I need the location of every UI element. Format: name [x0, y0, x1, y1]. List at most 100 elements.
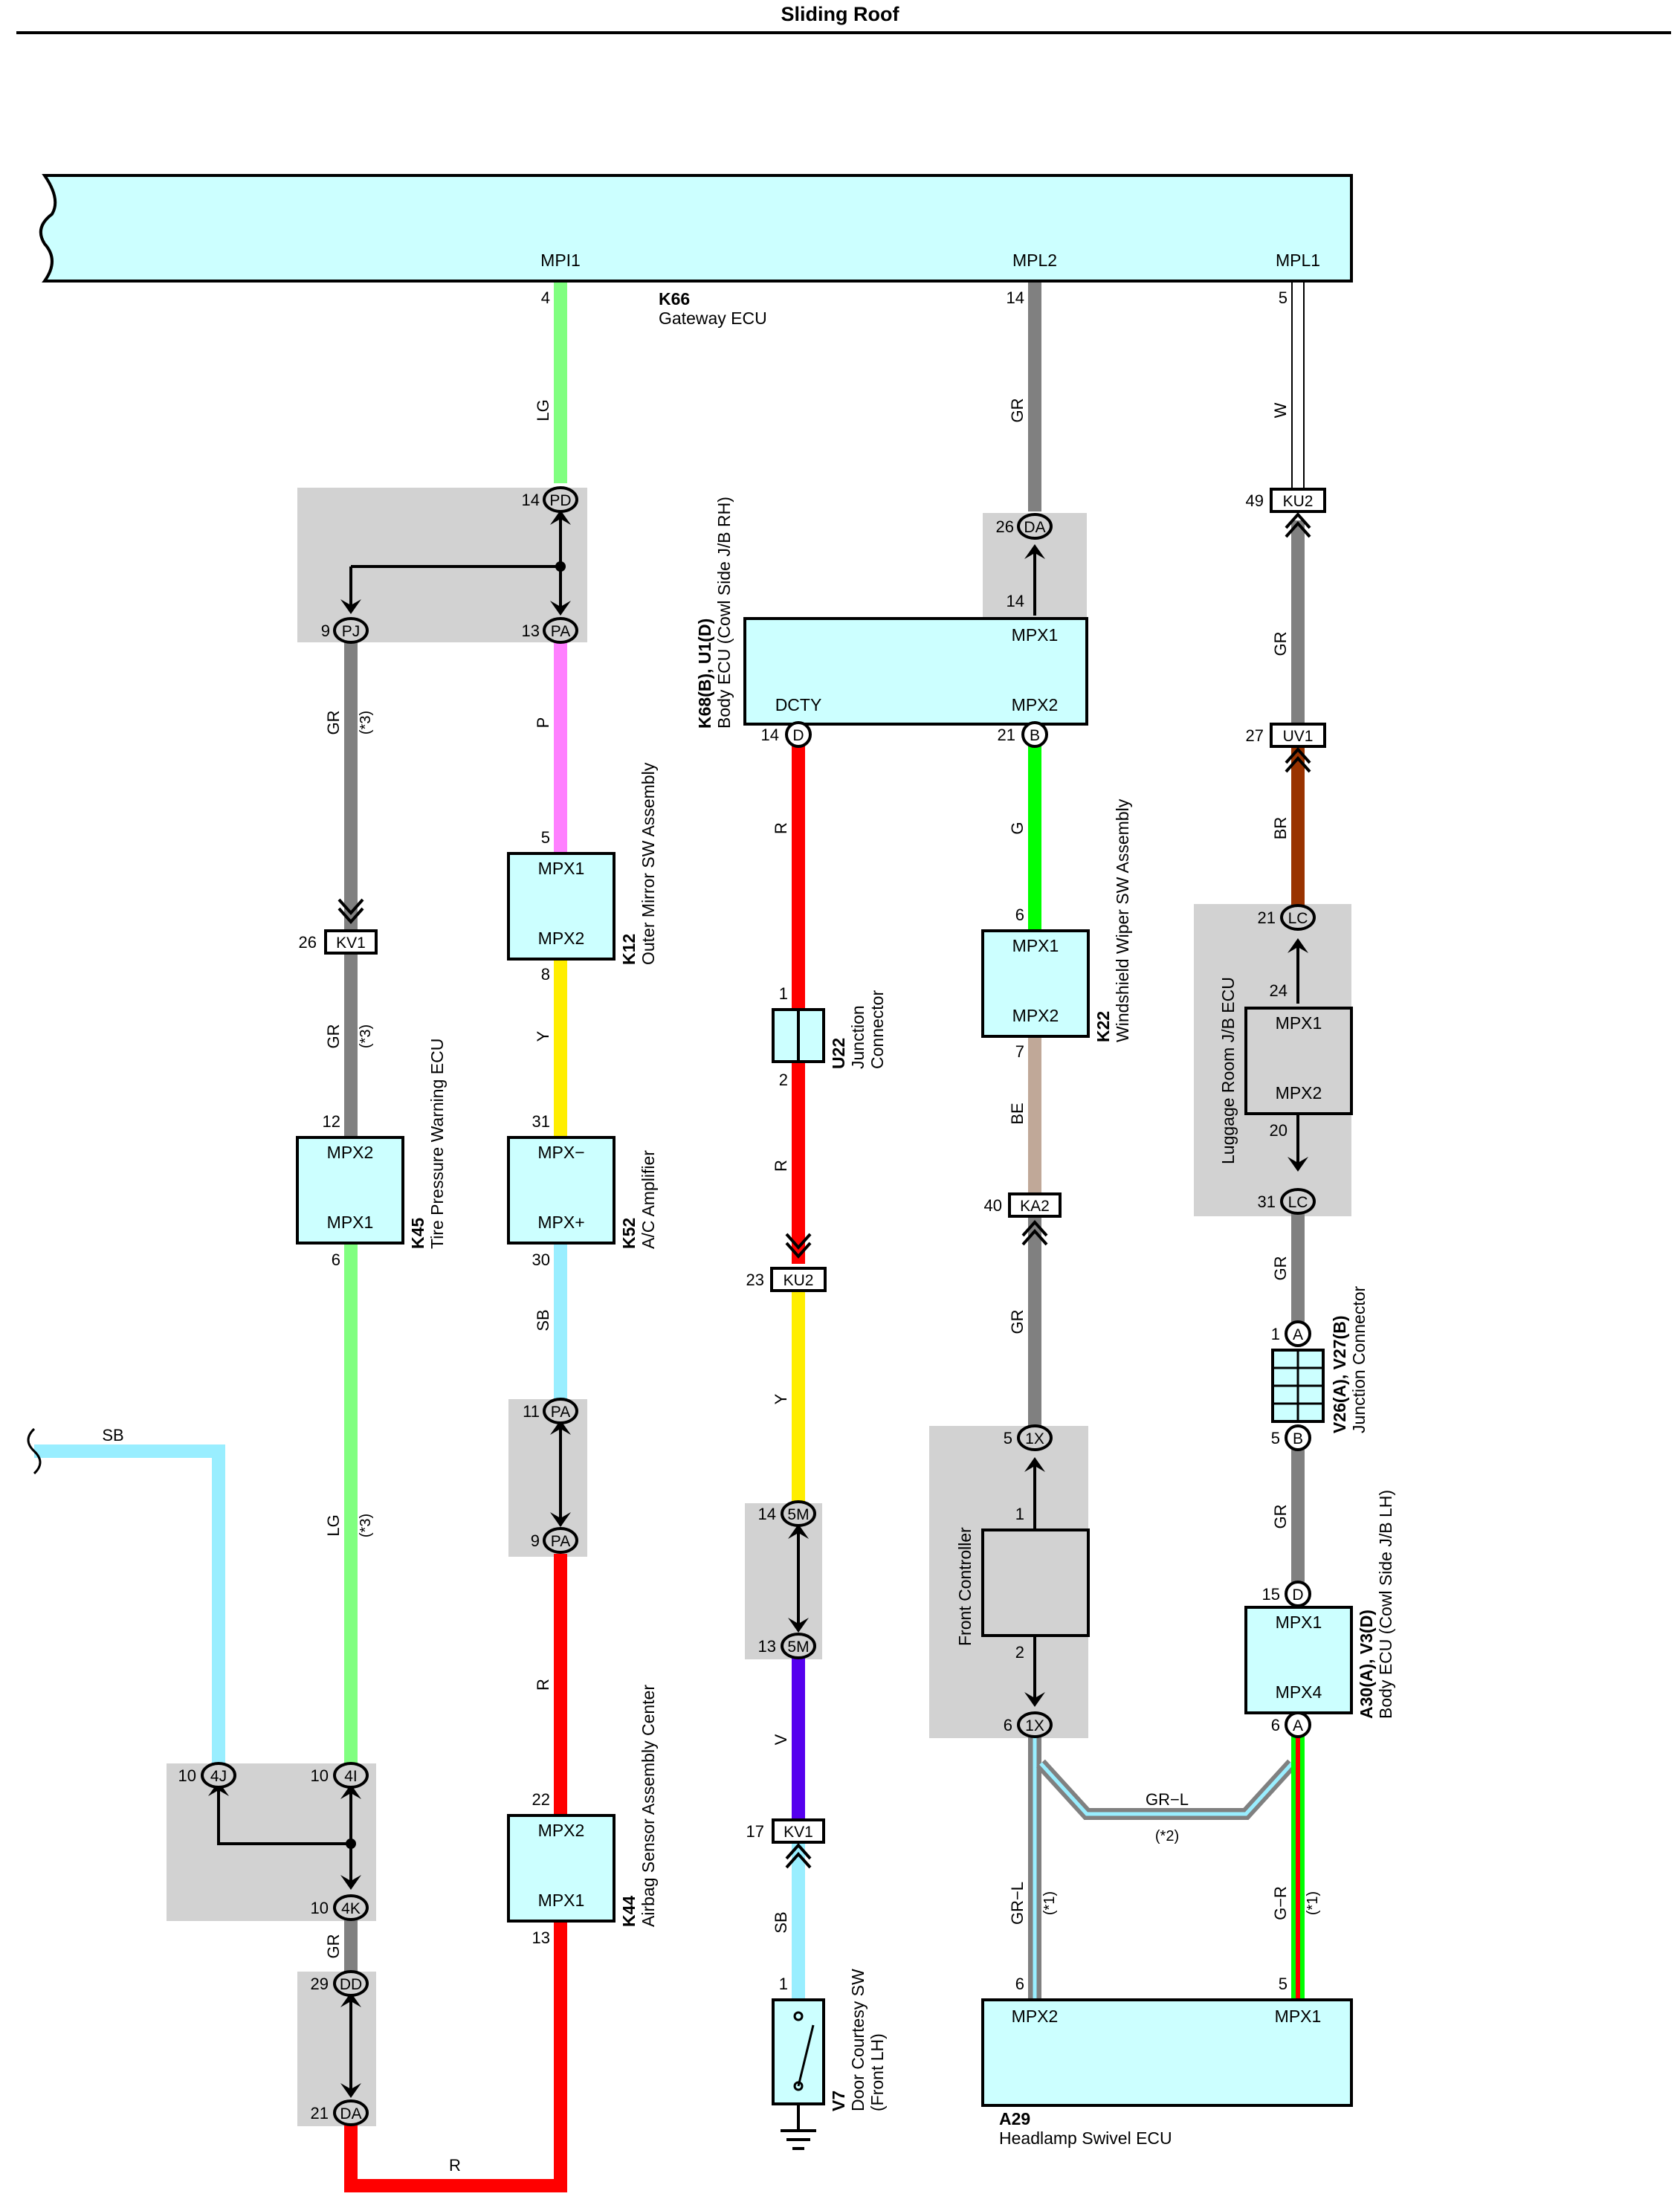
k66-code: K66	[659, 289, 690, 309]
svg-text:DD: DD	[340, 1976, 362, 1993]
k22-pin-bottom: MPX2	[1012, 1006, 1059, 1025]
chevrons	[337, 511, 1311, 1869]
k66-name: Gateway ECU	[659, 309, 767, 328]
k66-pin-mpl1: MPL1	[1276, 251, 1320, 270]
svg-text:LC: LC	[1288, 910, 1308, 927]
connector-4k: 4K	[333, 1894, 369, 1921]
wire-color-labels: LG GR W GR P GR Y SB LG R GR R R Y V SB …	[324, 398, 1290, 1959]
svg-text:14: 14	[761, 726, 779, 744]
component-u22-junction-connector	[772, 1008, 825, 1063]
svg-text:LG: LG	[324, 1514, 343, 1536]
svg-text:KU2: KU2	[784, 1272, 814, 1289]
svg-text:Y: Y	[772, 1393, 790, 1404]
svg-text:BR: BR	[1271, 817, 1290, 840]
connector-pj: PJ	[333, 617, 369, 644]
luggage-pin-top: MPX1	[1276, 1013, 1322, 1033]
svg-text:G: G	[1008, 821, 1027, 834]
k44-pin-bottom: MPX1	[538, 1891, 585, 1910]
k12-pin-top: MPX1	[538, 859, 585, 878]
a30-name: Body ECU (Cowl Side J/B LH)	[1376, 1490, 1395, 1719]
svg-text:4J: 4J	[210, 1768, 227, 1785]
k12-pin-bottom: MPX2	[538, 929, 585, 948]
k68-pin-mpx2: MPX2	[1012, 695, 1059, 714]
svg-text:DA: DA	[1024, 519, 1045, 536]
svg-text:A: A	[1293, 1326, 1303, 1343]
svg-text:13: 13	[758, 1637, 776, 1656]
k44-code: K44	[619, 1896, 639, 1927]
k12-name: Outer Mirror SW Assembly	[639, 762, 658, 965]
svg-text:9: 9	[531, 1531, 540, 1550]
svg-text:R: R	[534, 1679, 552, 1691]
k52-name: A/C Amplifier	[639, 1150, 658, 1249]
svg-text:5M: 5M	[787, 1506, 809, 1523]
svg-text:29: 29	[311, 1975, 329, 1993]
svg-text:PJ: PJ	[342, 623, 361, 640]
svg-text:26: 26	[299, 933, 317, 952]
ground-icon	[781, 2129, 816, 2150]
svg-text:30: 30	[532, 1250, 550, 1269]
svg-text:LC: LC	[1288, 1194, 1308, 1211]
svg-text:5: 5	[1279, 1975, 1288, 1993]
note-labels: (*3) (*3) (*3) (*2) (*1) (*1)	[358, 711, 1321, 1915]
v26-code: V26(A), V27(B)	[1330, 1316, 1349, 1433]
k45-name: Tire Pressure Warning ECU	[427, 1039, 447, 1249]
svg-text:R: R	[772, 1160, 790, 1172]
k68-name: Body ECU (Cowl Side J/B RH)	[714, 497, 734, 729]
connector-1x-top: 1X	[1017, 1424, 1053, 1451]
svg-text:10: 10	[311, 1899, 329, 1917]
svg-text:PA: PA	[551, 623, 570, 640]
wire-grl-mid-tracer	[1039, 1762, 1293, 1816]
page-title: Sliding Roof	[781, 3, 899, 25]
svg-text:KU2: KU2	[1283, 493, 1314, 510]
svg-text:4I: 4I	[344, 1768, 358, 1785]
connector-lc-top: LC	[1280, 904, 1316, 931]
svg-text:21: 21	[1258, 908, 1276, 927]
shaded-area-5m	[745, 1503, 822, 1659]
connector-dd: DD	[333, 1970, 369, 1997]
v7-code: V7	[829, 2091, 848, 2111]
svg-text:13: 13	[532, 1928, 550, 1947]
svg-text:31: 31	[532, 1112, 550, 1131]
k52-pin-bottom: MPX+	[537, 1213, 584, 1232]
connector-a-v26: A	[1285, 1320, 1311, 1347]
k45-pin-top: MPX2	[327, 1143, 374, 1162]
component-k44	[507, 1814, 616, 1923]
v26-name: Junction Connector	[1349, 1285, 1369, 1433]
svg-text:B: B	[1030, 727, 1040, 744]
k66-pin-mpi1: MPI1	[540, 251, 581, 270]
a30-pin-top: MPX1	[1276, 1613, 1322, 1632]
component-k45	[296, 1136, 404, 1245]
k22-code: K22	[1093, 1011, 1113, 1042]
svg-text:27: 27	[1246, 726, 1264, 745]
svg-text:DA: DA	[340, 2105, 361, 2123]
svg-text:KA2: KA2	[1020, 1198, 1050, 1215]
svg-text:PA: PA	[551, 1404, 570, 1421]
svg-text:GR: GR	[1008, 398, 1027, 423]
svg-text:D: D	[792, 727, 804, 744]
connector-pa-13: PA	[543, 617, 578, 644]
svg-text:1: 1	[779, 984, 788, 1003]
connector-da-bottom: DA	[333, 2099, 369, 2126]
component-k66-gateway-ecu	[39, 174, 1353, 283]
luggage-pin-bottom: MPX2	[1276, 1083, 1322, 1103]
wire-r-bottom	[344, 1921, 567, 2192]
svg-text:5M: 5M	[787, 1639, 809, 1656]
svg-text:13: 13	[522, 622, 540, 640]
svg-text:20: 20	[1270, 1121, 1288, 1140]
connector-da-top: DA	[1017, 513, 1053, 540]
svg-text:D: D	[1292, 1586, 1303, 1604]
svg-text:P: P	[534, 717, 552, 729]
svg-text:26: 26	[996, 517, 1014, 536]
svg-text:PA: PA	[551, 1533, 570, 1550]
wire-sb-left	[34, 1444, 225, 1766]
u22-name-line1: Junction	[848, 1005, 868, 1069]
svg-text:GR: GR	[1271, 1505, 1290, 1529]
svg-text:GR: GR	[324, 1934, 343, 1959]
svg-text:R: R	[449, 2156, 461, 2175]
svg-text:5: 5	[1004, 1429, 1012, 1447]
arrowheads	[208, 510, 1308, 2098]
connector-pd: PD	[543, 486, 578, 513]
svg-text:14: 14	[522, 491, 540, 509]
svg-text:(*3): (*3)	[358, 1024, 374, 1048]
wires	[34, 281, 1305, 2192]
